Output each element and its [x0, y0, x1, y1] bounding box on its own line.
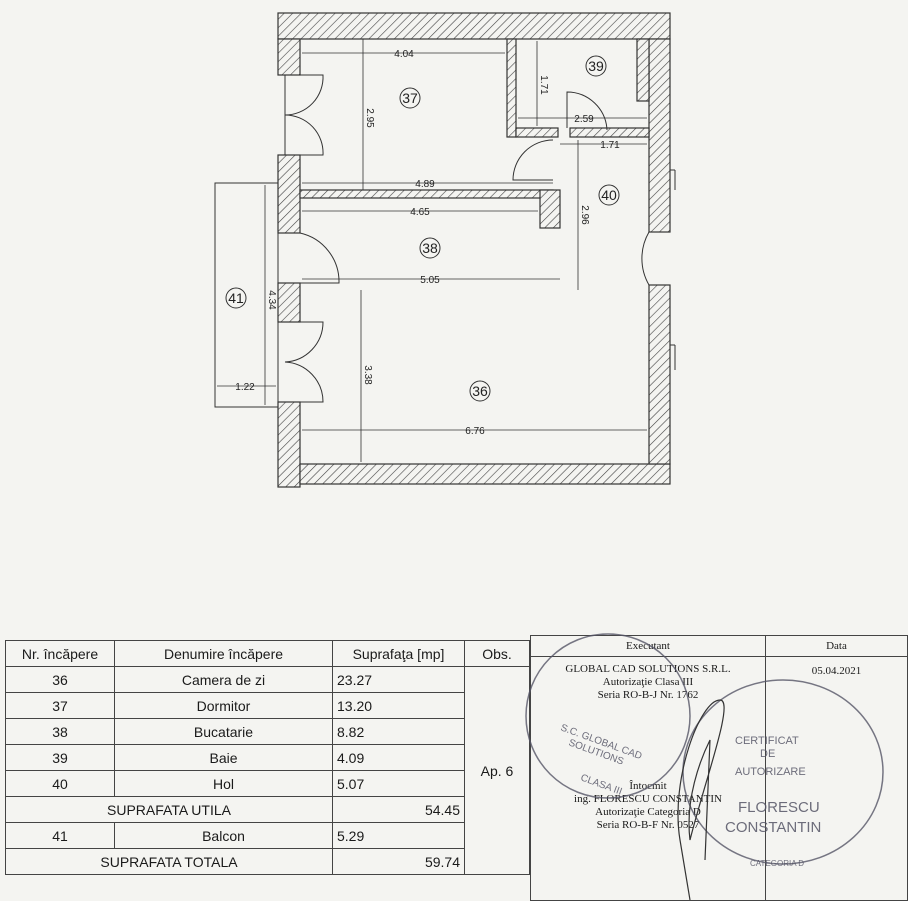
- engineer-name: ing. FLORESCU CONSTANTIN: [574, 793, 722, 805]
- dimension-lines: [217, 39, 647, 462]
- dim-label: 2.59: [574, 114, 594, 125]
- utila-label: SUPRAFATA UTILA: [5, 796, 333, 823]
- room-markers: [225, 55, 620, 402]
- dimension-labels: 4.04 2.95 1.71 2.59 1.71 4.89 4.65 2.96 …: [235, 49, 620, 437]
- engineer-auth: Autorizaţie Categoria D: [595, 806, 701, 818]
- role-label: Întocmit: [629, 780, 667, 792]
- room-area: 8.82: [332, 718, 465, 745]
- room-area: 4.09: [332, 744, 465, 771]
- dim-label: 1.22: [235, 382, 255, 393]
- room-number: 37: [402, 90, 418, 106]
- dim-label: 2.95: [364, 108, 375, 128]
- executant-header: Executant: [531, 636, 765, 657]
- room-name: Bucatarie: [114, 718, 333, 745]
- floor-plan: 4.04 2.95 1.71 2.59 1.71 4.89 4.65 2.96 …: [214, 12, 676, 488]
- room-area: 23.27: [332, 666, 465, 693]
- company-series: Seria RO-B-J Nr. 1762: [597, 689, 699, 701]
- column-header: Suprafaţa [mp]: [332, 640, 465, 667]
- room-area: 5.07: [332, 770, 465, 797]
- utila-row: SUPRAFATA UTILA 54.45: [5, 796, 530, 823]
- table-row: 39 Baie 4.09: [5, 744, 530, 771]
- dim-label: 4.89: [415, 179, 435, 190]
- room-area: 13.20: [332, 692, 465, 719]
- table-row: 36 Camera de zi 23.27 Ap. 6: [5, 666, 530, 875]
- table-row: 41 Balcon 5.29: [5, 822, 530, 849]
- executant-box: Executant GLOBAL CAD SOLUTIONS S.R.L. Au…: [530, 635, 908, 901]
- totala-value: 59.74: [332, 848, 465, 875]
- room-nr: 41: [5, 822, 115, 849]
- dim-label: 4.65: [410, 207, 430, 218]
- obs-cell: Ap. 6: [464, 666, 530, 875]
- room-name: Baie: [114, 744, 333, 771]
- dim-label: 4.04: [394, 49, 414, 60]
- room-nr: 36: [5, 666, 115, 693]
- dim-label: 1.71: [538, 75, 549, 95]
- column-header: Nr. încăpere: [5, 640, 115, 667]
- room-number: 41: [228, 290, 244, 306]
- dim-label: 3.38: [362, 365, 373, 385]
- walls: [277, 12, 671, 488]
- room-name: Balcon: [114, 822, 333, 849]
- dim-label: 5.05: [420, 275, 440, 286]
- room-number: 36: [472, 383, 488, 399]
- date-value: 05.04.2021: [811, 665, 862, 677]
- room-number: 40: [601, 187, 617, 203]
- dim-label: 2.96: [579, 205, 590, 225]
- company-name: GLOBAL CAD SOLUTIONS S.R.L.: [565, 663, 731, 675]
- dim-label: 4.34: [266, 290, 277, 310]
- totala-row: SUPRAFATA TOTALA 59.74: [5, 848, 530, 875]
- date-header: Data: [766, 636, 907, 657]
- utila-value: 54.45: [332, 796, 465, 823]
- table-row: 40 Hol 5.07: [5, 770, 530, 797]
- table-row: 37 Dormitor 13.20: [5, 692, 530, 719]
- company-auth: Autorizaţie Clasa III: [602, 676, 694, 688]
- totala-label: SUPRAFATA TOTALA: [5, 848, 333, 875]
- dim-label: 1.71: [600, 140, 620, 151]
- dim-label: 6.76: [465, 426, 485, 437]
- table-row: 38 Bucatarie 8.82: [5, 718, 530, 745]
- engineer-series: Seria RO-B-F Nr. 0527: [596, 819, 700, 831]
- room-name: Hol: [114, 770, 333, 797]
- room-area: 5.29: [332, 822, 465, 849]
- room-nr: 40: [5, 770, 115, 797]
- column-header: Obs.: [464, 640, 530, 667]
- room-name: Camera de zi: [114, 666, 333, 693]
- room-number: 39: [588, 58, 604, 74]
- doors: [214, 74, 676, 408]
- room-nr: 37: [5, 692, 115, 719]
- balcony-outline: [214, 182, 279, 408]
- room-name: Dormitor: [114, 692, 333, 719]
- room-nr: 38: [5, 718, 115, 745]
- table-header-row: Nr. încăpere Denumire încăpere Suprafaţa…: [5, 640, 530, 667]
- room-number: 38: [422, 240, 438, 256]
- column-header: Denumire încăpere: [114, 640, 333, 667]
- rooms-table: Nr. încăpere Denumire încăpere Suprafaţa…: [5, 640, 530, 875]
- room-nr: 39: [5, 744, 115, 771]
